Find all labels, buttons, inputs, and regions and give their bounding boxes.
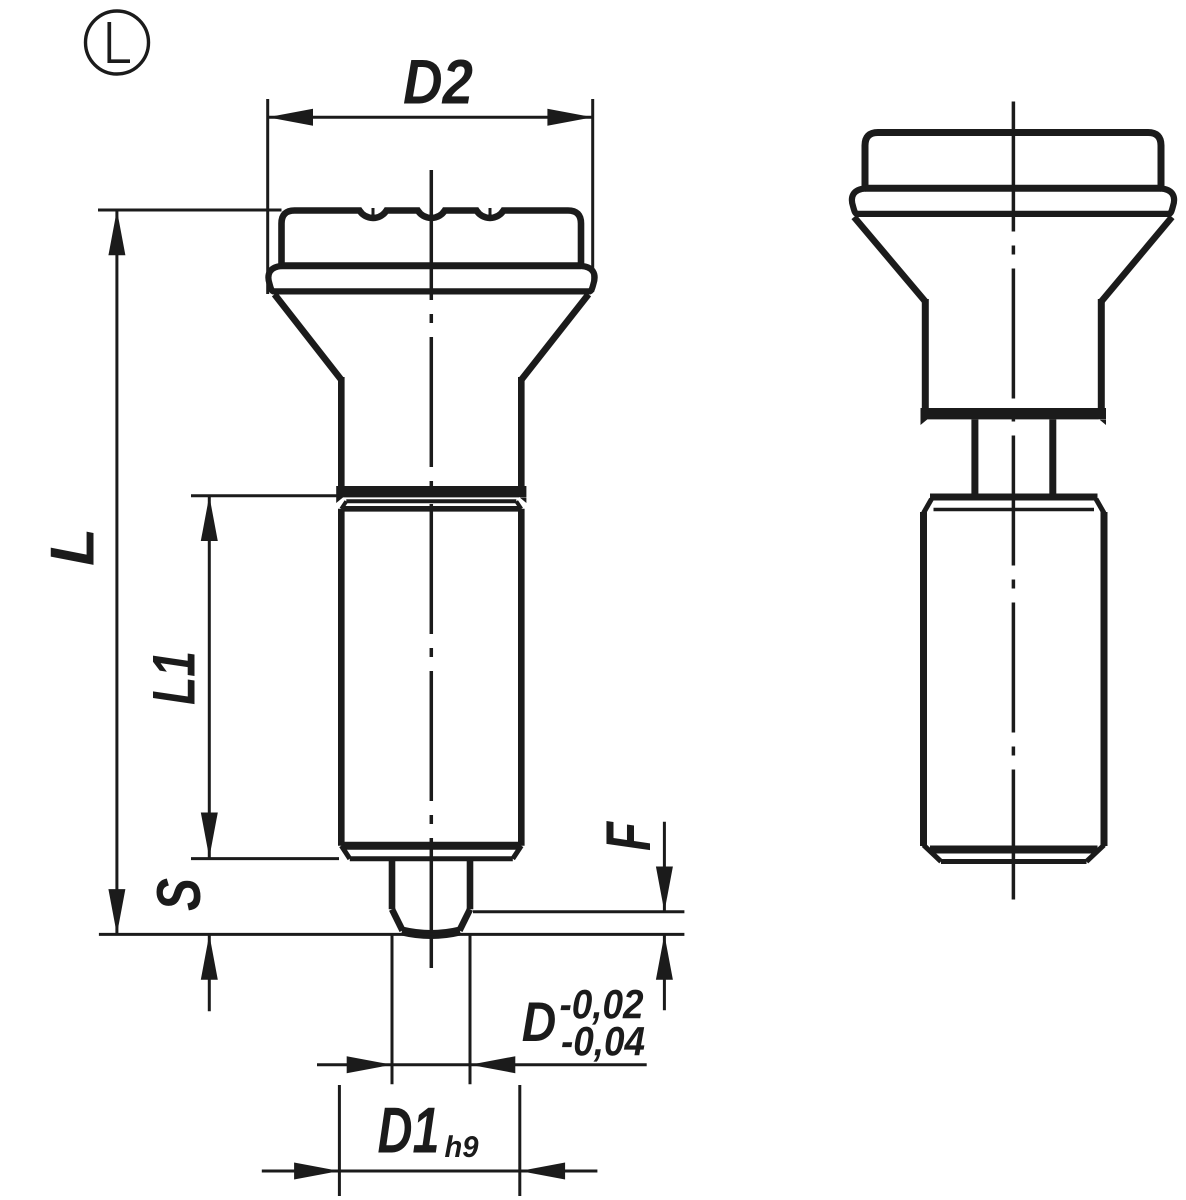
svg-text:D1: D1 <box>378 1094 440 1167</box>
svg-text:L1: L1 <box>141 651 208 705</box>
svg-text:L: L <box>39 528 108 566</box>
svg-text:D: D <box>522 990 557 1053</box>
svg-text:S: S <box>145 878 214 911</box>
svg-text:F: F <box>594 821 664 851</box>
svg-text:D2: D2 <box>403 48 473 118</box>
